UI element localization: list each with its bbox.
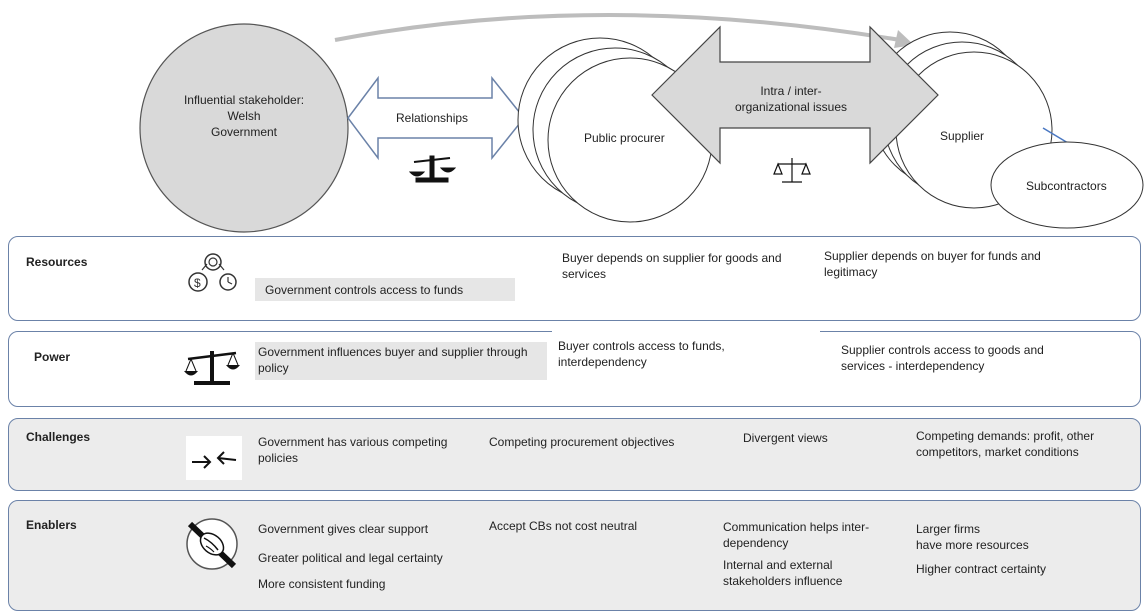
enablers-supplier-1: Larger firms (916, 522, 981, 536)
subcontractors-ellipse (990, 141, 1144, 229)
opposing-arrows-icon (186, 436, 242, 480)
scales-icon-relationships (408, 155, 457, 183)
resources-buyer-text: Buyer depends on supplier for goods and … (562, 251, 782, 281)
resources-title: Resources (26, 255, 88, 269)
issues-label-line1: Intra / inter- (760, 84, 822, 98)
enablers-title: Enablers (26, 518, 77, 532)
power-band-gap (552, 325, 820, 337)
supplier-label: Supplier (940, 129, 985, 143)
stakeholder-circle (139, 23, 349, 233)
power-gov-text: Government influences buyer and supplier… (255, 342, 547, 380)
issues-label: Intra / inter- organizational issues (718, 83, 864, 115)
power-buyer-text: Buyer controls access to funds, interdep… (558, 339, 725, 369)
challenges-relationship-text: Divergent views (743, 431, 828, 445)
stakeholder-label-line3: Government (210, 125, 278, 139)
enablers-gov-1: Government gives clear support (258, 522, 429, 536)
resources-icon: $ (188, 253, 237, 292)
curved-arrow (334, 13, 901, 42)
power-title: Power (34, 350, 71, 364)
stakeholder-label-line1: Influential stakeholder: (183, 93, 305, 107)
stakeholder-label: Influential stakeholder: Welsh Governmen… (150, 92, 338, 140)
stakeholder-label-line2: Welsh (227, 109, 261, 123)
challenges-gov-text: Government has various competing policie… (258, 435, 448, 465)
resources-gov-text: Government controls access to funds (255, 278, 515, 301)
svg-text:$: $ (194, 276, 201, 290)
power-band (8, 331, 1141, 407)
power-supplier-text: Supplier controls access to goods and se… (841, 343, 1044, 373)
challenges-title: Challenges (26, 430, 91, 444)
issues-label-line2: organizational issues (734, 100, 848, 114)
relationship-diagram (139, 13, 1144, 233)
subcontractor-connector (1042, 127, 1069, 144)
scales-icon (184, 351, 240, 385)
relationships-label: Relationships (396, 111, 469, 125)
handshake-icon (186, 518, 238, 570)
enablers-supplier-2: have more resources (916, 538, 1029, 552)
challenges-buyer-text: Competing procurement objectives (489, 435, 675, 449)
issues-arrow (651, 25, 939, 165)
challenges-supplier-text: Competing demands: profit, other competi… (916, 429, 1095, 459)
procurer-label: Public procurer (584, 131, 665, 145)
enablers-supplier-3: Higher contract certainty (916, 562, 1047, 576)
scales-icon-issues (773, 158, 811, 183)
enablers-relationship-1: Communication helps inter-dependency (723, 520, 870, 550)
resources-supplier-text: Supplier depends on buyer for funds and … (824, 249, 1041, 279)
enablers-band (8, 500, 1141, 611)
resources-band (8, 236, 1141, 321)
enablers-buyer-text: Accept CBs not cost neutral (489, 519, 638, 533)
enablers-gov-3: More consistent funding (258, 577, 386, 591)
enablers-gov-2: Greater political and legal certainty (258, 551, 443, 565)
subcontractors-label: Subcontractors (1026, 179, 1107, 193)
enablers-relationship-2: Internal and external stakeholders influ… (723, 558, 843, 588)
